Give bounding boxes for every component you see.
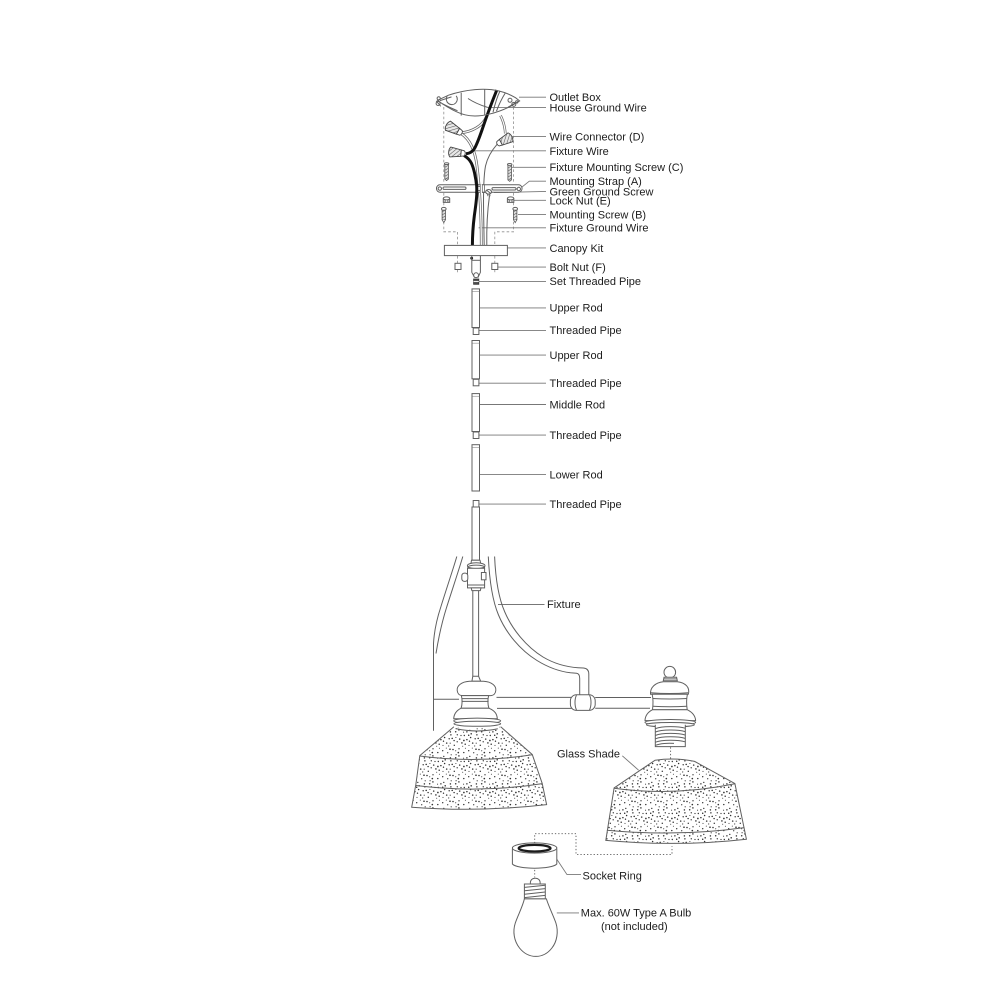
svg-text:Fixture: Fixture — [547, 599, 581, 611]
svg-text:Lower Rod: Lower Rod — [550, 469, 603, 481]
svg-text:Upper Rod: Upper Rod — [550, 350, 603, 362]
svg-text:Threaded Pipe: Threaded Pipe — [550, 430, 622, 442]
svg-text:Threaded Pipe: Threaded Pipe — [550, 325, 622, 337]
svg-text:Threaded Pipe: Threaded Pipe — [550, 499, 622, 511]
svg-text:Max. 60W Type A Bulb: Max. 60W Type A Bulb — [581, 908, 691, 920]
svg-text:Set Threaded Pipe: Set Threaded Pipe — [550, 276, 642, 288]
svg-text:Outlet Box: Outlet Box — [550, 92, 602, 104]
svg-text:Lock Nut (E): Lock Nut (E) — [550, 195, 611, 207]
svg-text:Bolt Nut (F): Bolt Nut (F) — [550, 262, 606, 274]
svg-text:Fixture Wire: Fixture Wire — [550, 146, 609, 158]
svg-text:Middle Rod: Middle Rod — [550, 399, 606, 411]
svg-text:Upper Rod: Upper Rod — [550, 303, 603, 315]
svg-text:Wire Connector (D): Wire Connector (D) — [550, 131, 645, 143]
svg-text:Glass Shade: Glass Shade — [557, 748, 620, 760]
svg-text:Threaded Pipe: Threaded Pipe — [550, 378, 622, 390]
svg-text:House Ground Wire: House Ground Wire — [550, 103, 647, 115]
svg-text:Mounting Screw (B): Mounting Screw (B) — [550, 209, 647, 221]
svg-text:Socket Ring: Socket Ring — [583, 870, 642, 882]
svg-text:Canopy Kit: Canopy Kit — [550, 243, 604, 255]
svg-text:(not included): (not included) — [601, 921, 668, 933]
svg-text:Fixture Mounting Screw (C): Fixture Mounting Screw (C) — [550, 162, 684, 174]
svg-text:Fixture Ground Wire: Fixture Ground Wire — [550, 222, 649, 234]
svg-text:Green Ground Screw: Green Ground Screw — [550, 186, 654, 198]
svg-text:Mounting Strap (A): Mounting Strap (A) — [550, 176, 642, 188]
